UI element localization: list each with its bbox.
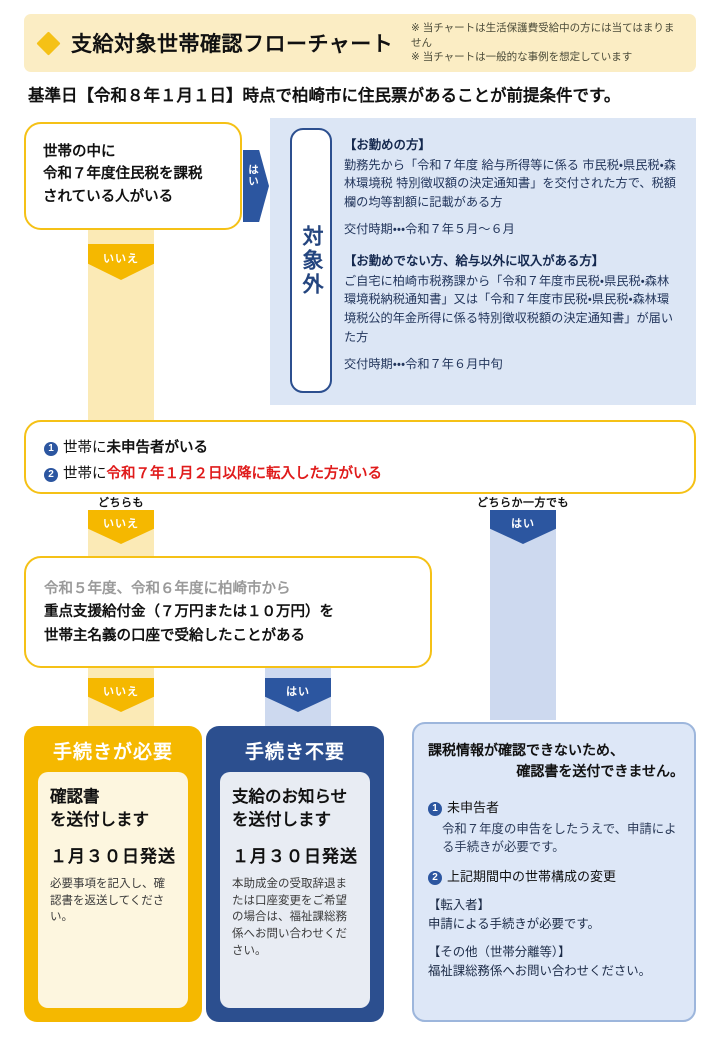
exempt-group-2-when: 交付時期・・・令和７年６月中旬 [344, 357, 503, 372]
arrow-box2-yes-caption: どちらか一方でも [477, 497, 569, 509]
arrow-box3-no: いいえ [88, 668, 154, 728]
result-a-date: １月３０日発送 [50, 846, 176, 866]
result-c-body: 1 未申告者 令和７年度の申告をしたうえで、申請による手続きが必要です。 2 上記期… [428, 796, 686, 981]
result-a-note: 必要事項を記入し、確認書を返送してください。 [50, 877, 165, 924]
decision-box-3-line-2: 重点支援給付金（７万円または１０万円）を [44, 604, 334, 621]
result-c-item-2-label: 上記期間中の世帯構成の変更 [447, 868, 617, 884]
number-badge-2: 2 [44, 468, 58, 482]
arrow-yes-to-exempt: はい [243, 150, 269, 222]
header-note-1: ※ 当チャートは生活保護費受給中の方には当てはまりません [411, 22, 675, 49]
decision-box-2-item-2: 2 世帯に令和７年１月２日以降に転入した方がいる [44, 462, 382, 483]
result-c-item-2: 2 上記期間中の世帯構成の変更 [428, 867, 686, 887]
decision-box-2-item-2-prefix: 世帯に [63, 466, 107, 482]
arrow-stem [490, 510, 556, 720]
number-badge-2: 2 [428, 870, 442, 885]
page-title: 支給対象世帯確認フローチャート [71, 33, 394, 56]
result-c-heading-line-1: 課税情報が確認できないため、 [428, 742, 624, 758]
result-card-not-required: 手続き不要 支給のお知らせ を送付します １月３０日発送 本助成金の受取辞退また… [206, 726, 384, 1022]
result-b-big-line-2: を送付します [232, 811, 331, 830]
arrow-box2-no-caption: どちらも [98, 497, 144, 509]
header-notes: ※ 当チャートは生活保護費受給中の方には当てはまりません ※ 当チャートは一般的… [411, 21, 683, 64]
exempt-panel: 対象外 【お勤めの方】 勤務先から「令和７年度 給与所得等に係る 市民税・県民税… [270, 118, 696, 405]
decision-box-1-line-1: 世帯の中に [43, 144, 116, 160]
result-c-sub-2-heading: 【その他（世帯分離等）】 [428, 945, 571, 960]
subtitle: 基準日【令和８年１月１日】時点で柏崎市に住民票があることが前提条件です。 [28, 87, 621, 105]
decision-box-3-line-1: 令和５年度、令和６年度に柏崎市から [44, 581, 291, 597]
result-c-item-1-label: 未申告者 [447, 800, 500, 815]
decision-box-1: 世帯の中に 令和７年度住民税を課税 されている人がいる [24, 122, 242, 230]
result-a-big-line-2: を送付します [50, 811, 149, 830]
number-badge-1: 1 [428, 802, 442, 816]
arrow-box3-yes: はい [265, 668, 331, 728]
decision-box-1-text: 世帯の中に 令和７年度住民税を課税 されている人がいる [43, 141, 203, 208]
decision-box-1-line-3: されている人がいる [43, 188, 174, 205]
result-card-unverifiable: 課税情報が確認できないため、 確認書を送付できません。 1 未申告者 令和７年度の… [412, 722, 696, 1022]
diamond-icon [36, 30, 61, 56]
decision-box-2-item-1-bold: 未申告者がいる [106, 440, 209, 456]
exempt-label-box: 対象外 [290, 128, 332, 393]
arrow-box3-no-label: いいえ [103, 686, 139, 698]
decision-box-2-item-1-prefix: 世帯に [63, 440, 107, 456]
result-c-item-1: 1 未申告者 [428, 798, 686, 818]
header: 支給対象世帯確認フローチャート ※ 当チャートは生活保護費受給中の方には当てはま… [24, 14, 696, 72]
result-c-heading-line-2: 確認書を送付できません。 [516, 763, 684, 779]
exempt-group-1-when: 交付時期・・・令和７年５月〜６月 [344, 222, 515, 237]
decision-box-2-item-1: 1 世帯に未申告者がいる [44, 436, 208, 457]
result-c-sub-1-heading: 【転入者】 [428, 898, 490, 913]
arrow-box2-no-label: いいえ [103, 518, 139, 530]
decision-box-3-line-3: 世帯主名義の口座で受給したことがある [44, 627, 305, 644]
result-a-big-line-1: 確認書 [50, 788, 100, 806]
arrow-box2-yes: どちらか一方でも はい [477, 494, 569, 720]
exempt-label-text: 対象外 [300, 224, 323, 297]
exempt-group-2-heading: 【お勤めでない方、給与以外に収入がある方】 [344, 254, 605, 269]
result-c-sub-1-body: 申請による手続きが必要です。 [428, 916, 600, 931]
exempt-group-1-heading: 【お勤めの方】 [344, 138, 431, 152]
result-c-item-1-body: 令和７年度の申告をしたうえで、申請による手続きが必要です。 [442, 821, 677, 855]
result-b-big-line-1: 支給のお知らせ [232, 788, 348, 806]
decision-box-3-text: 令和５年度、令和６年度に柏崎市から 重点支援給付金（７万円または１０万円）を 世… [44, 578, 334, 648]
decision-box-1-line-2: 令和７年度住民税を課税 [43, 166, 203, 183]
exempt-group-2-body: ご自宅に柏崎市税務課から「令和７年度市民税・県民税・森林環境税納税通知書」又は「… [344, 273, 674, 344]
decision-box-3: 令和５年度、令和６年度に柏崎市から 重点支援給付金（７万円または１０万円）を 世… [24, 556, 432, 668]
arrow-box2-yes-label: はい [511, 518, 535, 530]
result-card-required-heading: 手続きが必要 [52, 742, 173, 763]
result-b-note: 本助成金の受取辞退または口座変更をご希望の場合は、福祉課総務係へお問い合わせくだ… [232, 877, 347, 957]
result-c-sub-2-body: 福祉課総務係へお問い合わせください。 [428, 964, 652, 979]
exempt-group-1-body: 勤務先から「令和７年度 給与所得等に係る 市民税・県民税・森林環境税 特別徴収額… [344, 157, 676, 209]
result-card-not-required-body: 支給のお知らせ を送付します １月３０日発送 本助成金の受取辞退または口座変更を… [220, 772, 370, 1008]
header-note-2: ※ 当チャートは一般的な事例を想定しています [411, 51, 633, 64]
arrow-box2-no: どちらも いいえ [88, 494, 154, 562]
header-band [24, 14, 696, 72]
result-card-required: 手続きが必要 確認書 を送付します １月３０日発送 必要事項を記入し、確認書を返… [24, 726, 202, 1022]
arrow-box3-yes-label: はい [286, 686, 310, 698]
result-card-required-body: 確認書 を送付します １月３０日発送 必要事項を記入し、確認書を返送してください… [38, 772, 188, 1008]
arrow-box1-no-label: いいえ [103, 253, 139, 265]
exempt-body: 【お勤めの方】 勤務先から「令和７年度 給与所得等に係る 市民税・県民税・森林環… [344, 136, 680, 374]
result-b-date: １月３０日発送 [232, 846, 358, 866]
decision-box-2-item-2-highlight: 令和７年１月２日以降に転入した方がいる [106, 466, 383, 482]
result-card-not-required-heading: 手続き不要 [244, 742, 345, 763]
result-c-heading: 課税情報が確認できないため、 確認書を送付できません。 [428, 740, 684, 782]
number-badge-1: 1 [44, 442, 58, 456]
arrow-yes-label: はい [247, 164, 259, 187]
arrow-box1-no: いいえ [88, 230, 154, 422]
